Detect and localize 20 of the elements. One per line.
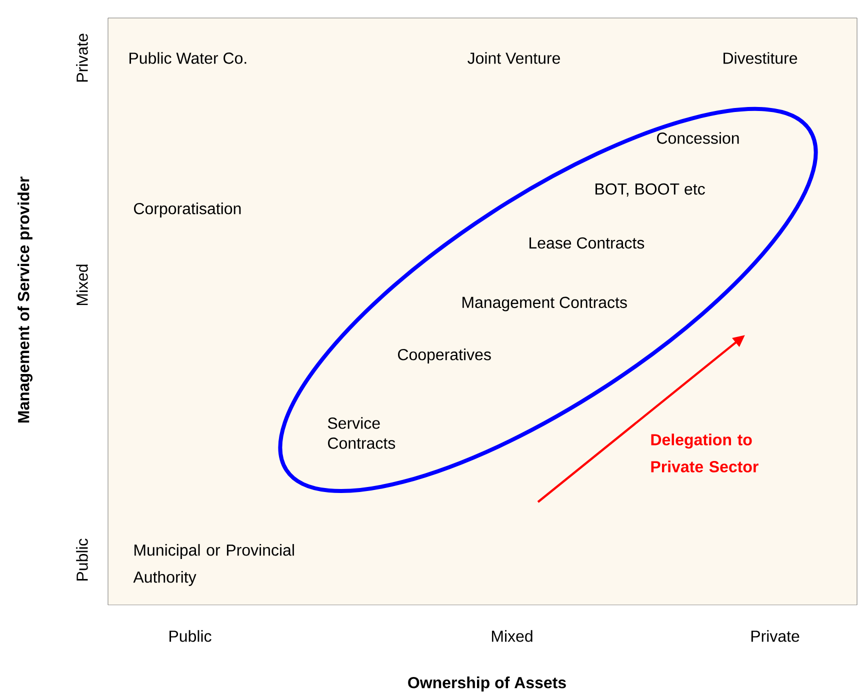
- axis-title: Management of Service provider: [18, 176, 32, 423]
- item-text: Lease Contracts: [530, 237, 644, 249]
- item-text: BOT, BOOT etc: [596, 183, 705, 197]
- axis-tick-label: Private: [751, 630, 800, 642]
- quadrant-label: Divestiture: [724, 52, 798, 64]
- quadrant-label: Joint Venture: [468, 52, 560, 64]
- axis-tick-label: Mixed: [76, 264, 88, 306]
- axis-tick-label: Public: [76, 538, 88, 580]
- axis-tick-label: Public: [170, 630, 212, 642]
- item-text: Service Contracts: [328, 417, 396, 449]
- item-text: Cooperatives: [398, 348, 491, 364]
- axis-tick-label: Private: [76, 34, 88, 82]
- item-text: Concession: [657, 132, 739, 144]
- quadrant-label: Corporatisation: [134, 202, 241, 218]
- quadrant-label: Municipal or Provincial Authority: [133, 544, 294, 586]
- axis-title: Ownership of Assets: [408, 676, 566, 692]
- arrow-label: Delegation to Private Sector: [651, 434, 758, 472]
- axis-tick-label: Mixed: [492, 630, 532, 642]
- quadrant-label: Public Water Co.: [130, 52, 246, 64]
- item-text: Management Contracts: [462, 296, 627, 312]
